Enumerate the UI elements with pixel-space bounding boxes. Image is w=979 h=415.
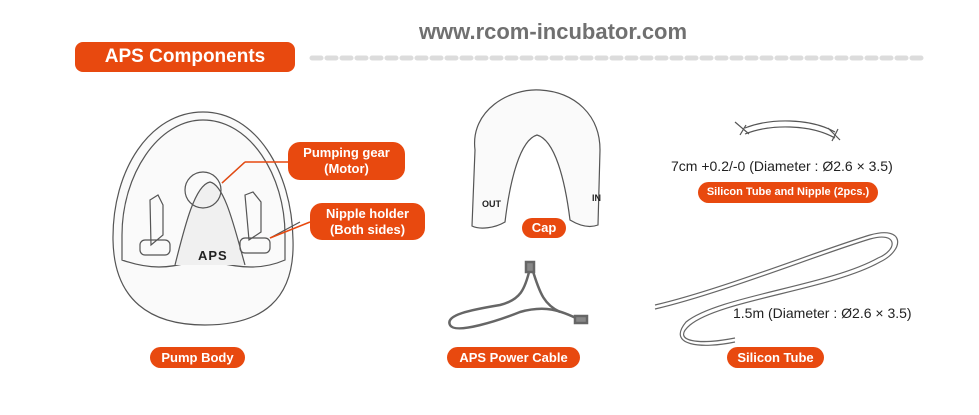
power-cable-label: APS Power Cable <box>447 347 580 368</box>
nipple-holder-leader <box>269 221 311 239</box>
section-title: APS Components <box>75 42 295 72</box>
callout-line: (Motor) <box>324 161 369 176</box>
pumping-gear-callout: Pumping gear(Motor) <box>288 142 405 180</box>
callout-line: (Both sides) <box>329 221 406 237</box>
pump-body-illustration <box>112 111 301 326</box>
cap-label: Cap <box>522 218 566 238</box>
aps-logo: APS <box>198 248 228 263</box>
cap-port-in: IN <box>592 193 601 203</box>
cap-port-out: OUT <box>482 199 501 209</box>
callout-line: Pumping gear <box>303 145 390 161</box>
tube-nipple-label: Silicon Tube and Nipple (2pcs.) <box>698 182 878 203</box>
power-cable-illustration <box>448 260 589 330</box>
callout-line: Nipple holder <box>325 205 410 221</box>
cap-illustration <box>471 89 601 229</box>
tube-nipple-spec: 7cm +0.2/-0 (Diameter : Ø2.6 × 3.5) <box>671 158 893 174</box>
silicon-tube-label: Silicon Tube <box>727 347 824 368</box>
pump-body-label: Pump Body <box>150 347 245 368</box>
tube-nipple-illustration <box>734 120 841 142</box>
silicon-tube-spec: 1.5m (Diameter : Ø2.6 × 3.5) <box>733 305 912 321</box>
nipple-holder-callout: Nipple holder(Both sides) <box>310 203 425 240</box>
website-url: www.rcom-incubator.com <box>418 19 688 44</box>
silicon-tube-illustration <box>654 232 899 346</box>
pumping-gear-leader-a <box>221 161 246 184</box>
